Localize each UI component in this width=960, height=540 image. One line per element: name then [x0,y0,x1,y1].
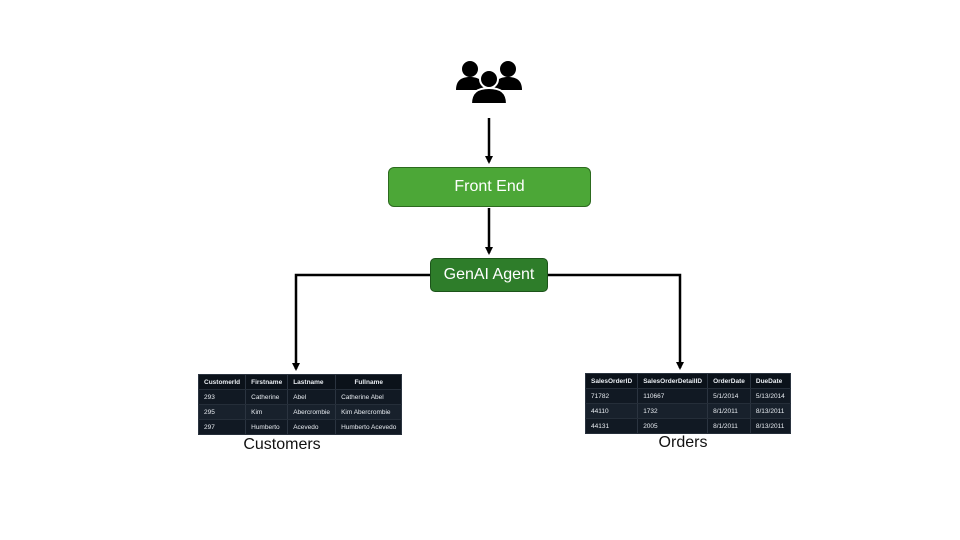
table-cell: Kim [245,404,289,420]
table-cell: 1732 [637,403,709,419]
genai-agent-node: GenAI Agent [430,258,548,292]
table-cell: Catherine Abel [335,389,403,405]
table-row: 297 Humberto Acevedo Humberto Acevedo [198,419,403,435]
table-cell: 44110 [585,403,639,419]
table-cell: 293 [198,389,247,405]
table-row: 293 Catherine Abel Catherine Abel [198,389,403,405]
table-cell: 8/1/2011 [707,418,751,434]
table-header-row: CustomerId Firstname Lastname Fullname [198,374,403,390]
table-cell: 2005 [637,418,709,434]
table-cell: Kim Abercrombie [335,404,403,420]
column-header: Firstname [245,374,289,390]
table-cell: 8/1/2011 [707,403,751,419]
table-header-row: SalesOrderID SalesOrderDetailID OrderDat… [585,373,791,389]
table-cell: Acevedo [287,419,337,435]
table-cell: Catherine [245,389,289,405]
front-end-label: Front End [454,178,525,195]
orders-caption: Orders [658,434,708,451]
customers-caption: Customers [243,436,321,453]
genai-agent-label: GenAI Agent [443,266,535,283]
arrow-genai-agent-to-orders [548,273,684,370]
column-header: CustomerId [198,374,247,390]
table-cell: 5/13/2014 [750,388,791,404]
table-row: 71782 110667 5/1/2014 5/13/2014 [585,388,791,404]
table-cell: 71782 [585,388,639,404]
table-row: 44110 1732 8/1/2011 8/13/2011 [585,403,791,419]
arrow-genai-agent-to-customers [292,273,430,371]
table-cell: Abel [287,389,337,405]
table-cell: Humberto Acevedo [335,419,403,435]
table-row: 295 Kim Abercrombie Kim Abercrombie [198,404,403,420]
table-cell: 297 [198,419,247,435]
users-group-icon [456,61,522,104]
table-cell: 5/1/2014 [707,388,751,404]
column-header: SalesOrderDetailID [637,373,709,389]
table-cell: 8/13/2011 [750,418,791,434]
table-cell: 295 [198,404,247,420]
column-header: Lastname [287,374,337,390]
orders-table: SalesOrderID SalesOrderDetailID OrderDat… [585,373,791,434]
column-header: SalesOrderID [585,373,639,389]
customers-table: CustomerId Firstname Lastname Fullname 2… [198,374,403,435]
column-header: DueDate [750,373,791,389]
table-row: 44131 2005 8/1/2011 8/13/2011 [585,418,791,434]
table-cell: 44131 [585,418,639,434]
table-cell: 110667 [637,388,709,404]
column-header: OrderDate [707,373,751,389]
table-cell: 8/13/2011 [750,403,791,419]
column-header: Fullname [335,374,403,390]
table-cell: Humberto [245,419,289,435]
table-cell: Abercrombie [287,404,337,420]
front-end-node: Front End [388,167,591,207]
